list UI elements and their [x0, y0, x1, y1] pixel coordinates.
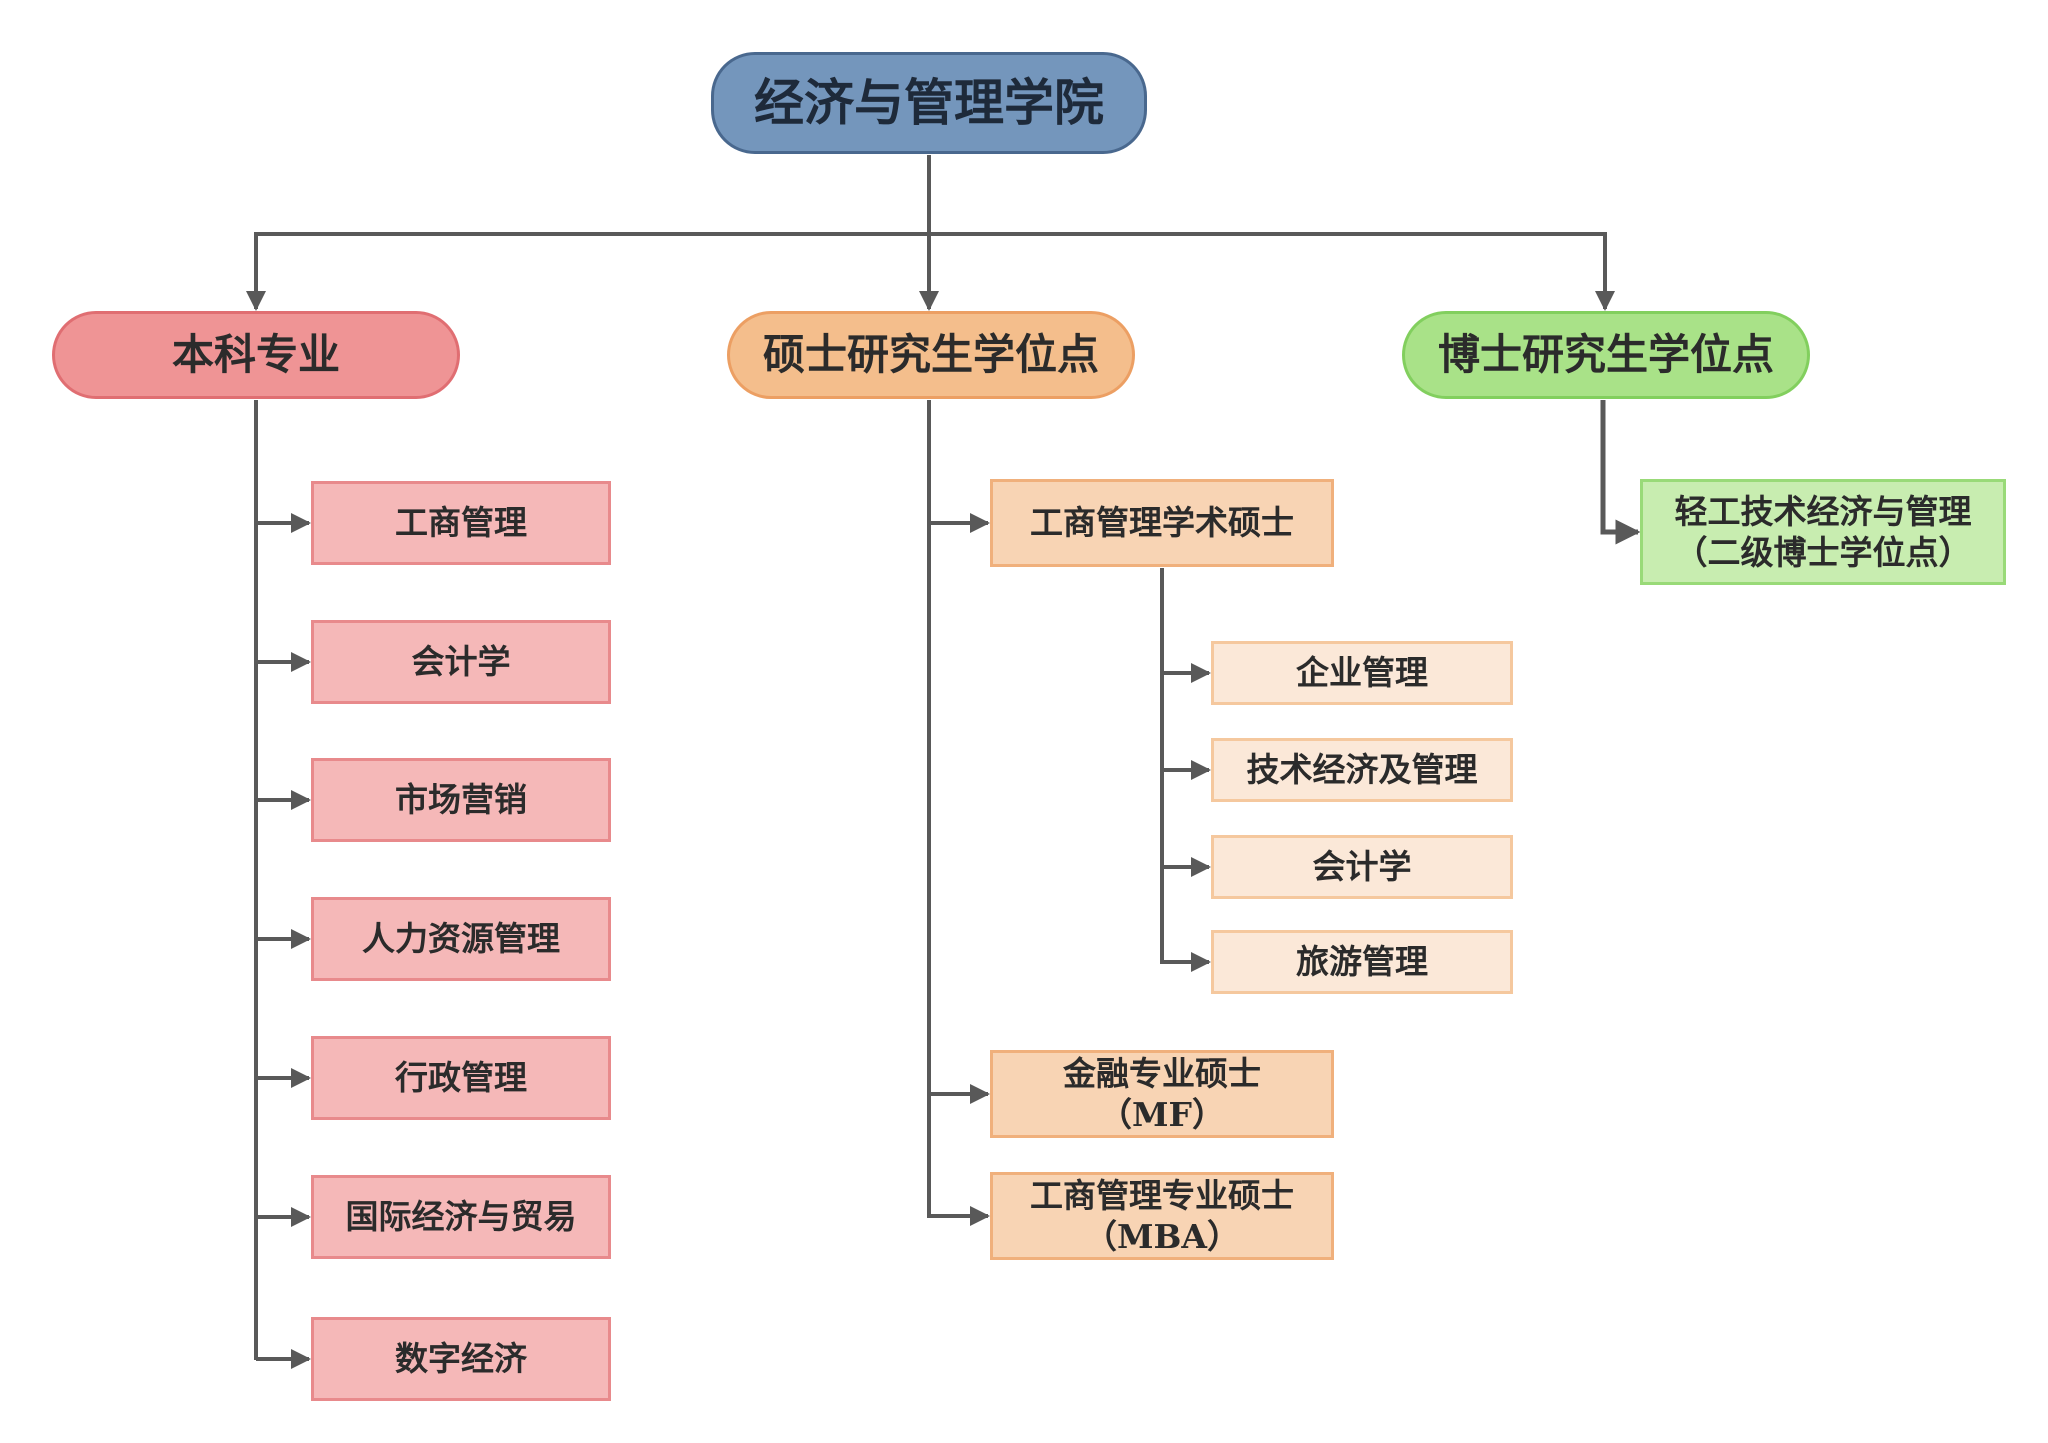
undergrad-major-node: 工商管理	[311, 481, 611, 565]
undergrad-major-node: 行政管理	[311, 1036, 611, 1120]
master-sub-program-label: 企业管理	[1296, 653, 1428, 693]
college-title: 经济与管理学院	[754, 72, 1104, 132]
doctor-category-label: 博士研究生学位点	[1437, 329, 1774, 379]
undergrad-major-label: 市场营销	[395, 780, 527, 820]
undergrad-category-node: 本科专业	[52, 311, 460, 399]
master-sub-program-label: 技术经济及管理	[1246, 750, 1478, 790]
doctor-program-label: 轻工技术经济与管理	[1674, 491, 1972, 531]
undergrad-major-node: 国际经济与贸易	[311, 1175, 611, 1259]
arrow-doctor-item	[1600, 400, 1641, 545]
college-title-node: 经济与管理学院	[711, 52, 1147, 154]
master-category-node: 硕士研究生学位点	[727, 311, 1135, 399]
master-sub-program-node: 技术经济及管理	[1211, 738, 1513, 802]
undergrad-major-label: 行政管理	[395, 1058, 527, 1098]
undergrad-major-node: 市场营销	[311, 758, 611, 842]
undergrad-major-label: 人力资源管理	[362, 919, 560, 959]
master-mf-node: 金融专业硕士 （MF）	[990, 1050, 1334, 1138]
master-sub-program-node: 企业管理	[1211, 641, 1513, 705]
master-sub-program-label: 旅游管理	[1296, 942, 1428, 982]
undergrad-major-label: 数字经济	[395, 1339, 527, 1379]
master-academic-label: 工商管理学术硕士	[1030, 503, 1294, 543]
undergrad-major-label: 国际经济与贸易	[345, 1197, 577, 1237]
undergrad-major-label: 工商管理	[395, 503, 527, 543]
doctor-category-node: 博士研究生学位点	[1402, 311, 1810, 399]
master-category-label: 硕士研究生学位点	[762, 329, 1099, 379]
master-mba-node: 工商管理专业硕士 （MBA）	[990, 1172, 1334, 1260]
doctor-program-note: （二级博士学位点）	[1674, 533, 1972, 572]
master-sub-program-node: 旅游管理	[1211, 930, 1513, 994]
doctor-program-node: 轻工技术经济与管理 （二级博士学位点）	[1640, 479, 2006, 585]
master-mba-abbr: （MBA）	[1083, 1217, 1241, 1256]
master-mba-label: 工商管理专业硕士	[1030, 1175, 1294, 1215]
undergrad-major-node: 人力资源管理	[311, 897, 611, 981]
master-mf-abbr: （MF）	[1099, 1095, 1225, 1134]
undergrad-major-node: 数字经济	[311, 1317, 611, 1401]
undergrad-category-label: 本科专业	[171, 329, 340, 379]
master-mf-label: 金融专业硕士	[1063, 1053, 1261, 1093]
undergrad-major-node: 会计学	[311, 620, 611, 704]
master-sub-program-label: 会计学	[1312, 847, 1412, 887]
undergrad-major-label: 会计学	[411, 642, 511, 682]
master-academic-node: 工商管理学术硕士	[990, 479, 1334, 567]
master-sub-program-node: 会计学	[1211, 835, 1513, 899]
